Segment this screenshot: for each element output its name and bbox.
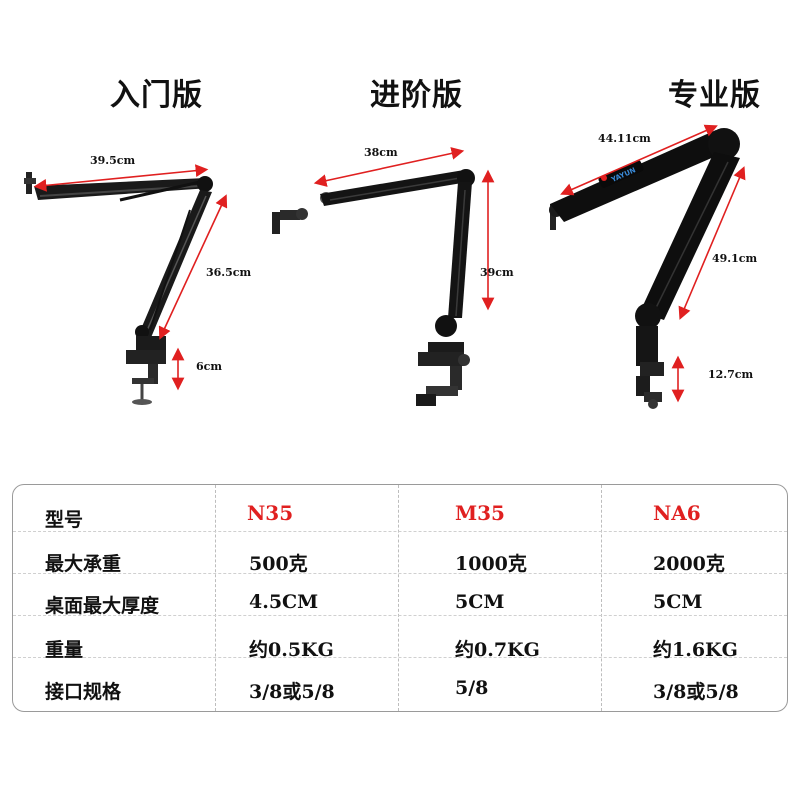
weight-n35: 约0.5KG: [249, 639, 334, 661]
max-load-m35: 1000克: [455, 553, 527, 575]
max-load-na6: 2000克: [653, 553, 725, 575]
row-divider: [13, 531, 787, 532]
entry-clamp-depth: 6cm: [196, 360, 222, 373]
interface-m35: 5/8: [455, 677, 489, 699]
spec-comparison-table: 型号 N35 M35 NA6 最大承重 500克 1000克 2000克 桌面最…: [12, 484, 788, 712]
entry-dimension-arrows: [33, 164, 228, 391]
row-divider: [13, 573, 787, 574]
column-divider: [398, 485, 399, 711]
entry-arm-image: [24, 172, 213, 405]
row-label-weight: 重量: [45, 639, 84, 661]
weight-m35: 约0.7KG: [455, 639, 540, 661]
advanced-arm-image: [272, 169, 475, 406]
column-divider: [601, 485, 602, 711]
pro-clamp-depth: 12.7cm: [708, 368, 753, 381]
row-label-max-load: 最大承重: [45, 553, 122, 575]
row-label-model: 型号: [45, 509, 84, 531]
row-label-interface: 接口规格: [45, 681, 122, 703]
entry-lower-length: 36.5cm: [206, 266, 251, 279]
pro-lower-length: 49.1cm: [712, 252, 757, 265]
pro-arm-image: YAYUN: [549, 128, 740, 409]
product-diagrams: 39.5cm 36.5cm 6cm 38cm 39cm: [24, 124, 757, 409]
model-m35: M35: [455, 501, 505, 525]
interface-na6: 3/8或5/8: [653, 681, 739, 703]
pro-arm-length: 44.11cm: [598, 132, 651, 145]
column-divider: [215, 485, 216, 711]
entry-arm-length: 39.5cm: [90, 154, 135, 167]
advanced-arm-length: 38cm: [364, 146, 398, 159]
advanced-dimension-arrows: [313, 147, 495, 311]
pro-dimension-arrows: [560, 124, 746, 403]
advanced-lower-length: 39cm: [480, 266, 514, 279]
desk-thickness-m35: 5CM: [455, 591, 505, 613]
desk-thickness-na6: 5CM: [653, 591, 703, 613]
weight-na6: 约1.6KG: [653, 639, 738, 661]
row-label-desk-thickness: 桌面最大厚度: [45, 595, 160, 617]
model-na6: NA6: [653, 501, 701, 525]
model-n35: N35: [247, 501, 294, 525]
row-divider: [13, 615, 787, 616]
tier-title-pro: 专业版: [668, 78, 761, 113]
desk-thickness-n35: 4.5CM: [249, 591, 319, 613]
tier-title-entry: 入门版: [110, 78, 203, 113]
max-load-n35: 500克: [249, 553, 308, 575]
tier-title-advanced: 进阶版: [370, 78, 463, 113]
row-divider: [13, 657, 787, 658]
interface-n35: 3/8或5/8: [249, 681, 335, 703]
